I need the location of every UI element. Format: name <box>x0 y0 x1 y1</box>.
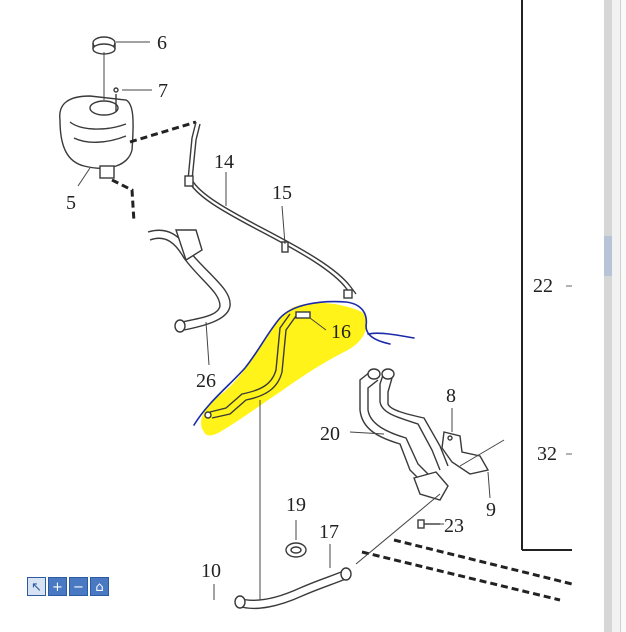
callout-labels: 6 7 5 14 15 16 26 22 8 20 32 9 19 23 17 … <box>66 32 557 582</box>
minus-icon: − <box>73 580 84 595</box>
part-cap <box>92 36 116 55</box>
dashed-hoses <box>111 120 573 602</box>
part-pipes-20 <box>359 368 449 501</box>
callout-14: 14 <box>214 151 234 173</box>
callout-9: 9 <box>486 499 496 521</box>
scroll-track[interactable] <box>604 0 612 632</box>
part-bolt-23 <box>417 519 440 529</box>
home-icon: ⌂ <box>95 580 104 595</box>
callout-15: 15 <box>272 182 292 204</box>
panel-splitter[interactable] <box>620 0 626 632</box>
callout-6: 6 <box>157 32 167 54</box>
callout-22: 22 <box>533 275 553 297</box>
part-hose-26 <box>147 229 231 333</box>
callout-23: 23 <box>444 515 464 537</box>
callout-17: 17 <box>319 521 339 543</box>
callout-19: 19 <box>286 494 306 516</box>
callout-8: 8 <box>446 385 456 407</box>
panel-frame <box>521 0 572 551</box>
part-clamp-19 <box>285 542 307 558</box>
panel-ticks <box>566 285 572 455</box>
part-bracket-8 <box>441 431 490 475</box>
scroll-handle[interactable] <box>604 236 612 276</box>
zoom-toolbar: ↖ + − ⌂ <box>27 577 109 596</box>
pointer-icon: ↖ <box>31 580 42 595</box>
part-pipe-16 <box>204 311 311 419</box>
callout-10: 10 <box>201 560 221 582</box>
home-button[interactable]: ⌂ <box>90 577 109 596</box>
callout-5: 5 <box>66 192 76 214</box>
callout-20: 20 <box>320 423 340 445</box>
leader-lines <box>77 41 505 600</box>
callout-16: 16 <box>331 321 351 343</box>
plus-icon: + <box>52 580 63 595</box>
callout-7: 7 <box>158 80 168 102</box>
zoom-out-button[interactable]: − <box>69 577 88 596</box>
part-expansion-tank <box>59 87 134 179</box>
part-lower-hose <box>234 567 352 610</box>
pointer-tool-button[interactable]: ↖ <box>27 577 46 596</box>
callout-26: 26 <box>196 370 216 392</box>
pen-annotation <box>193 300 415 426</box>
part-bleed-tube <box>184 121 357 299</box>
callout-32: 32 <box>537 443 557 465</box>
zoom-in-button[interactable]: + <box>48 577 67 596</box>
